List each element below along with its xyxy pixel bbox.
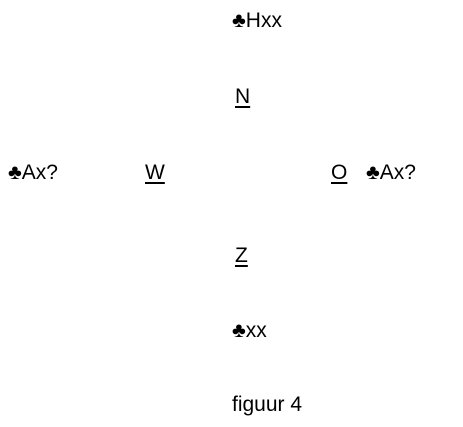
south-label: Z xyxy=(235,244,248,267)
north-label: N xyxy=(235,85,251,108)
west-hand: ♣Ax? xyxy=(8,161,58,184)
east-hand: ♣Ax? xyxy=(366,161,416,184)
east-label: O xyxy=(331,161,348,184)
south-hand: ♣xx xyxy=(232,319,267,342)
west-label: W xyxy=(145,161,165,184)
figure-caption: figuur 4 xyxy=(232,393,303,416)
north-hand: ♣Hxx xyxy=(232,9,282,32)
